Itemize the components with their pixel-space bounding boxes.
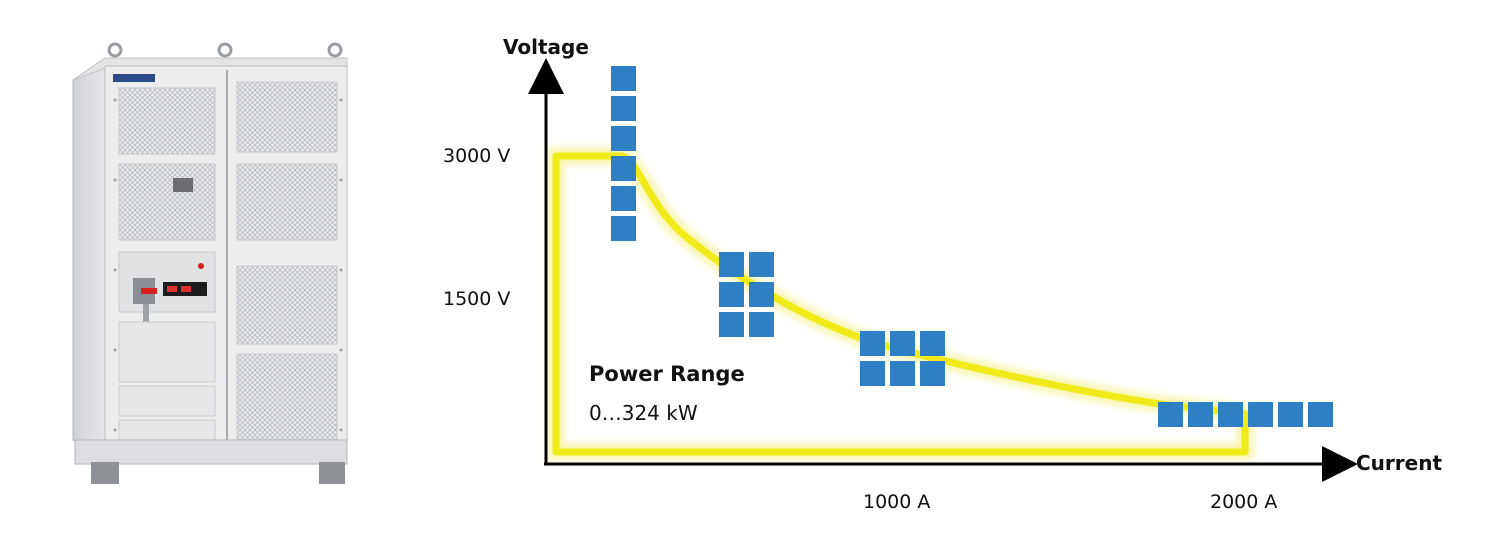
module-square	[611, 126, 636, 151]
module-square	[860, 331, 885, 356]
module-square	[719, 312, 744, 337]
y-tick-3000v: 3000 V	[443, 145, 510, 167]
module-square	[611, 216, 636, 241]
module-configurations	[611, 66, 1333, 427]
module-square	[890, 361, 915, 386]
module-square	[749, 282, 774, 307]
module-square	[1248, 402, 1273, 427]
module-square	[719, 252, 744, 277]
module-square	[1278, 402, 1303, 427]
module-square	[611, 66, 636, 91]
y-axis-label: Voltage	[503, 35, 589, 59]
module-square	[890, 331, 915, 356]
y-tick-1500v: 1500 V	[443, 288, 510, 310]
power-supply-cabinet-illustration	[72, 42, 348, 484]
power-range-title: Power Range	[589, 362, 745, 386]
module-square	[860, 361, 885, 386]
x-axis-label: Current	[1356, 451, 1442, 475]
module-square	[749, 312, 774, 337]
operating-envelope	[548, 148, 1253, 460]
x-tick-2000a: 2000 A	[1210, 491, 1277, 513]
power-range-value: 0…324 kW	[589, 401, 698, 425]
module-square	[1308, 402, 1333, 427]
module-square	[920, 361, 945, 386]
module-square	[611, 156, 636, 181]
module-square	[719, 282, 744, 307]
module-square	[920, 331, 945, 356]
module-square	[611, 96, 636, 121]
module-square	[749, 252, 774, 277]
module-square	[1218, 402, 1243, 427]
x-tick-1000a: 1000 A	[863, 491, 930, 513]
module-square	[1188, 402, 1213, 427]
module-square	[1158, 402, 1183, 427]
module-square	[611, 186, 636, 211]
